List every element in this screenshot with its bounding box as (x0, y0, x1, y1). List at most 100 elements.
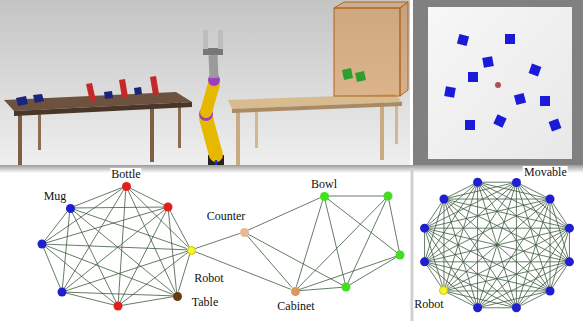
graph-edge (296, 200, 322, 286)
graph-edge-line (70, 207, 168, 208)
graph-node: Robot (187, 246, 196, 255)
graph-edge-line (62, 207, 168, 292)
graph-dot (114, 302, 123, 311)
graph-edge-line (425, 228, 550, 291)
graph-edge-line (478, 182, 517, 183)
graph-dot (384, 192, 393, 201)
graph-dot (420, 257, 429, 266)
graph-edge-line (126, 186, 168, 207)
graph-edge-line (516, 291, 550, 308)
node-label: Robot (413, 298, 444, 310)
graph-dot (565, 224, 574, 233)
graph-dot (512, 303, 521, 312)
graph-dots (38, 178, 574, 313)
graph-dot (546, 286, 555, 295)
top-down-view (413, 0, 583, 165)
graph-dot (38, 240, 47, 249)
graph-edge-line (244, 232, 346, 287)
node-label: Bowl (310, 178, 338, 190)
graph-edge-line (62, 292, 177, 296)
graph-node: Bowl (320, 192, 329, 201)
graph-edge-line (425, 199, 550, 262)
left-table (4, 92, 192, 165)
graph-edge-line (295, 255, 400, 291)
graph-edge-line (42, 244, 191, 250)
graph-lines-layout (42, 182, 569, 308)
graph-edge (129, 189, 188, 247)
graph-edge-line (62, 186, 126, 292)
graph-edge-line (425, 228, 570, 229)
graph-edge-line (324, 196, 400, 255)
graph-edge-line (425, 228, 517, 308)
graph-node: Movable (512, 178, 521, 187)
graph-dot (396, 251, 405, 260)
graph-edge (74, 188, 122, 207)
graph-edge-line (324, 196, 388, 197)
node-label: Movable (523, 166, 568, 178)
graph-edge-line (168, 207, 177, 296)
graph-edge-line (444, 199, 550, 291)
graph-dot (473, 303, 482, 312)
node-label: Mug (43, 190, 68, 202)
table-objects (16, 76, 159, 106)
node-label: Table (191, 296, 219, 308)
graph-edge-line (444, 199, 569, 262)
graph-edge-line (42, 244, 118, 306)
right-table (228, 2, 408, 165)
graph-edge-line (295, 287, 346, 291)
robot-arm (199, 30, 224, 165)
graph-node: Counter (240, 228, 249, 237)
graph-edge (178, 254, 189, 291)
graph-dot (58, 288, 67, 297)
graph-edge (247, 235, 292, 287)
graph-edge-line (424, 228, 425, 262)
graph-edge-line (42, 208, 70, 244)
graph-edge-line (70, 208, 118, 306)
graph-edge (74, 209, 186, 248)
graph-edge-line (118, 296, 177, 306)
graph-edge-line (569, 228, 570, 262)
graph-edge-line (62, 208, 70, 292)
graph-node: Table (173, 292, 182, 301)
graph-dot (473, 178, 482, 187)
graph-edge-line (444, 199, 550, 291)
graph-dot (565, 257, 574, 266)
panel-shadow (0, 165, 583, 173)
graph-edge (128, 190, 175, 292)
graph-edge-line (444, 199, 550, 200)
graph-dot (439, 195, 448, 204)
graph-connectors (73, 186, 513, 293)
graph-edge (446, 186, 513, 287)
graph-edge-line (62, 250, 191, 292)
graph-edge-line (42, 244, 62, 292)
graph-edge-line (388, 196, 400, 255)
graph-edge-line (478, 307, 517, 308)
graph-dot (546, 195, 555, 204)
graph-edge-line (443, 199, 444, 291)
graph-edge-line (346, 196, 388, 287)
graph-edge (73, 211, 173, 293)
graph-edge-line (324, 196, 346, 287)
graph-node: Cabinet (291, 287, 300, 296)
graph-edge (195, 233, 239, 248)
graph-edge-line (42, 207, 168, 244)
node-label: Cabinet (276, 300, 315, 312)
node-label: Counter (206, 210, 247, 222)
scene-background (0, 0, 410, 165)
graph-edge-line (550, 199, 569, 228)
graph-node: Robot (439, 286, 448, 295)
graph-edge-line (42, 186, 126, 244)
graph-dot (342, 283, 351, 292)
graph-edge (248, 198, 320, 230)
graph-edge-line (444, 199, 478, 308)
node-label: Bottle (110, 168, 141, 180)
node-label: Robot (193, 272, 224, 284)
graph-edge-line (444, 199, 516, 308)
graph-dot (164, 203, 173, 212)
graph-edge-line (295, 196, 388, 291)
graph-node: Mug (66, 204, 75, 213)
graph-node: Bottle (122, 182, 131, 191)
